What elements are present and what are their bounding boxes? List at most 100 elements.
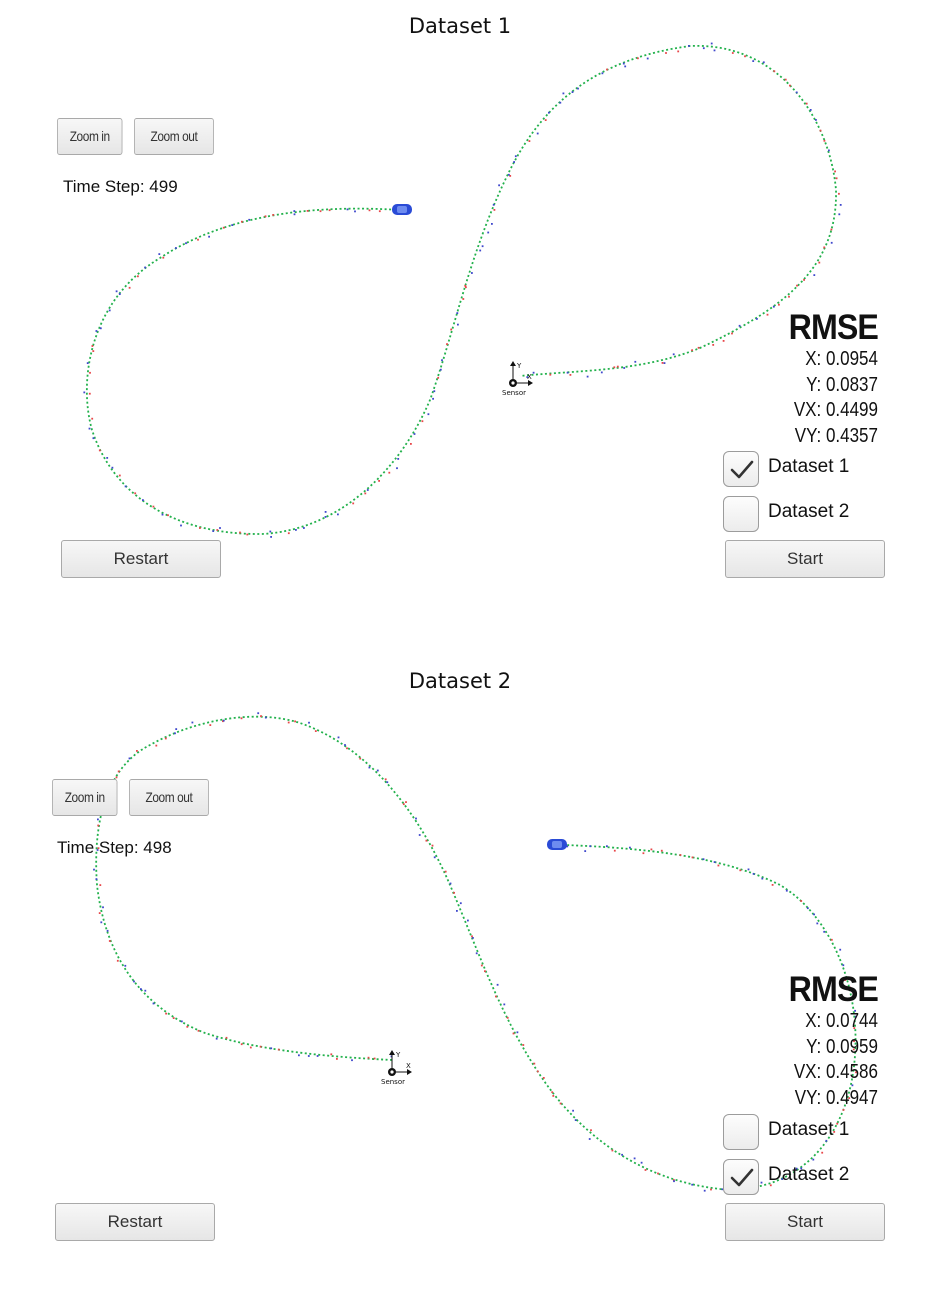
- radar-measurement: [562, 92, 565, 95]
- lidar-measurement: [691, 349, 693, 352]
- lidar-measurement: [108, 940, 111, 942]
- radar-measurement: [838, 213, 841, 216]
- lidar-measurement: [239, 531, 241, 534]
- lidar-measurement: [405, 801, 407, 803]
- radar-measurement: [86, 362, 89, 364]
- radar-measurement: [161, 513, 164, 516]
- lidar-measurement: [853, 1040, 855, 1042]
- radar-measurement: [713, 861, 716, 863]
- lidar-measurement: [240, 717, 243, 720]
- radar-measurement: [738, 324, 741, 327]
- lidar-measurement: [99, 884, 102, 886]
- lidar-measurement: [834, 170, 836, 173]
- radar-measurement: [673, 1180, 675, 1183]
- radar-measurement: [471, 272, 473, 274]
- radar-measurement: [467, 919, 469, 922]
- lidar-measurement: [769, 1184, 772, 1187]
- radar-measurement: [180, 524, 182, 527]
- radar-measurement: [293, 213, 296, 216]
- lidar-measurement: [378, 480, 380, 482]
- lidar-measurement: [712, 344, 715, 346]
- radar-measurement: [621, 1153, 623, 1156]
- radar-measurement: [633, 1157, 636, 1160]
- rmse-y: Y: 0.0959: [806, 1035, 878, 1058]
- start-button[interactable]: Start: [725, 540, 885, 578]
- lidar-measurement: [821, 1151, 824, 1154]
- lidar-measurement: [431, 844, 434, 847]
- dataset-1-checkbox[interactable]: [723, 451, 759, 487]
- lidar-measurement: [606, 68, 608, 71]
- lidar-measurement: [152, 505, 155, 508]
- lidar-measurement: [118, 474, 121, 477]
- lidar-measurement: [134, 492, 137, 495]
- radar-measurement: [133, 980, 135, 983]
- simulator-panel-dataset-2: Dataset 2 Y X Sensor Zoom in Zoom out Ti…: [0, 655, 940, 1292]
- lidar-measurement: [437, 376, 440, 379]
- lidar-measurement: [855, 1071, 857, 1074]
- zoom-in-button[interactable]: Zoom in: [52, 779, 118, 816]
- dataset-2-checkbox[interactable]: [723, 496, 759, 532]
- radar-measurement: [222, 719, 225, 722]
- dataset-2-label: Dataset 2: [768, 1164, 850, 1185]
- start-button[interactable]: Start: [725, 1203, 885, 1241]
- radar-measurement: [185, 242, 187, 245]
- radar-measurement: [439, 368, 442, 371]
- lidar-measurement: [506, 1016, 509, 1019]
- radar-measurement: [441, 359, 443, 362]
- radar-measurement: [761, 877, 764, 880]
- axis-x-label: X: [527, 373, 532, 381]
- radar-measurement: [456, 910, 458, 912]
- radar-measurement: [629, 846, 631, 849]
- time-step-label: Time Step: 499: [63, 177, 178, 196]
- lidar-measurement: [410, 443, 412, 445]
- radar-measurement: [825, 1139, 828, 1142]
- lidar-measurement: [136, 750, 138, 752]
- radar-measurement: [839, 204, 842, 206]
- lidar-measurement: [402, 803, 405, 806]
- radar-measurement: [102, 906, 104, 909]
- radar-measurement: [368, 766, 371, 769]
- zoom-out-button[interactable]: Zoom out: [129, 779, 209, 816]
- lidar-measurement: [464, 284, 467, 287]
- radar-measurement: [691, 1183, 694, 1186]
- radar-measurement: [536, 132, 539, 135]
- radar-measurement: [513, 161, 515, 163]
- panel-title: Dataset 2: [408, 669, 512, 693]
- radar-measurement: [577, 87, 579, 90]
- lidar-measurement: [336, 1058, 338, 1060]
- dataset-2-checkbox[interactable]: [723, 1159, 759, 1195]
- lidar-measurement: [92, 350, 95, 352]
- lidar-measurement: [91, 345, 94, 347]
- radar-measurement: [174, 732, 176, 735]
- lidar-measurement: [453, 891, 455, 894]
- dataset-1-label: Dataset 1: [768, 1119, 850, 1140]
- radar-measurement: [413, 433, 416, 435]
- dataset-1-checkbox[interactable]: [723, 1114, 759, 1150]
- lidar-measurement: [359, 757, 362, 760]
- radar-measurement: [208, 235, 210, 238]
- zoom-in-button[interactable]: Zoom in: [57, 118, 123, 155]
- lidar-measurement: [613, 366, 616, 369]
- radar-measurement: [346, 208, 349, 211]
- radar-measurement: [459, 902, 462, 905]
- radar-measurement: [646, 57, 649, 60]
- radar-measurement: [191, 721, 194, 724]
- rmse-panel: RMSE X: 0.0954 Y: 0.0837 VX: 0.4499 VY: …: [779, 309, 879, 449]
- radar-measurement: [212, 530, 215, 532]
- restart-button[interactable]: Restart: [61, 540, 221, 578]
- radar-measurement: [688, 45, 690, 47]
- lidar-measurement: [613, 849, 616, 852]
- radar-measurement: [351, 1059, 353, 1062]
- lidar-measurement: [657, 1172, 659, 1175]
- radar-measurement: [806, 907, 809, 910]
- lidar-measurement: [462, 298, 465, 300]
- restart-button[interactable]: Restart: [55, 1203, 215, 1241]
- lidar-measurement: [805, 102, 808, 105]
- rmse-vx: VX: 0.4586: [793, 1061, 878, 1083]
- radar-measurement: [823, 930, 826, 933]
- sensor-label: Sensor: [502, 389, 526, 397]
- radar-measurement: [264, 716, 267, 719]
- radar-measurement: [432, 397, 434, 400]
- zoom-out-button[interactable]: Zoom out: [134, 118, 214, 155]
- radar-measurement: [487, 231, 490, 234]
